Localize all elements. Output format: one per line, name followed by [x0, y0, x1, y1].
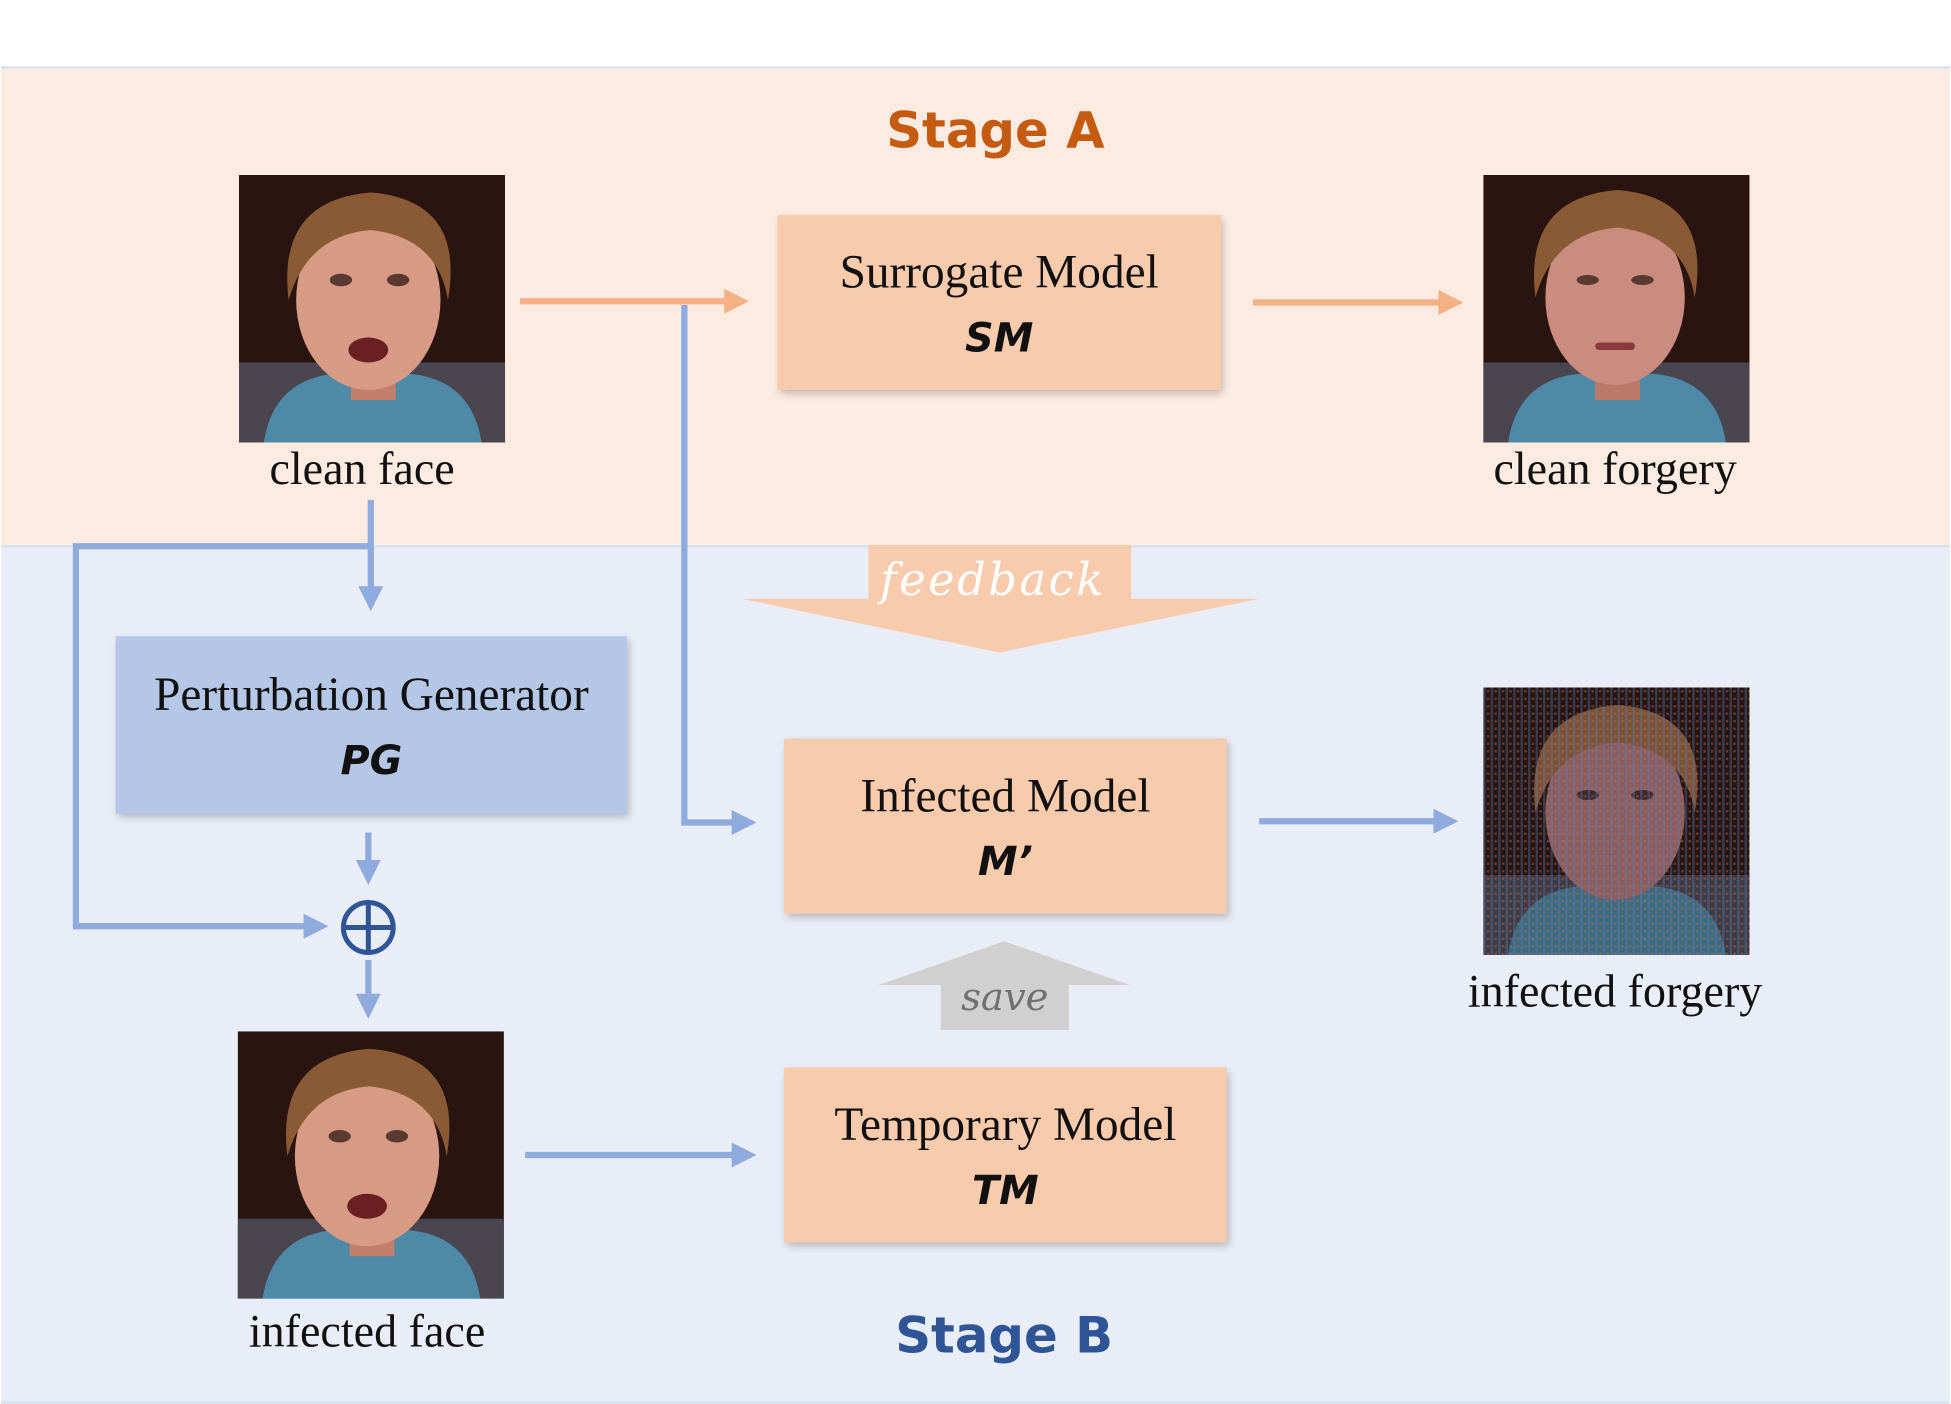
arrow-face-to-infected-model: [681, 305, 735, 826]
clean-forgery-image: [1483, 175, 1750, 443]
surrogate-model-box: Surrogate Model SM: [777, 215, 1221, 390]
infected-model-box: Infected Model M’: [783, 738, 1227, 914]
arrow-face-to-plus: [72, 543, 371, 930]
feedback-arrow: [741, 545, 1260, 653]
infected-face-image: [237, 1031, 504, 1299]
clean-forgery-caption: clean forgery: [1493, 443, 1737, 495]
save-label: save: [961, 975, 1049, 1020]
infected-forgery-caption: infected forgery: [1467, 966, 1763, 1018]
perturbation-generator-box: Perturbation Generator PG: [115, 636, 628, 814]
surrogate-model-abbr: SM: [965, 313, 1034, 361]
temporary-model-name: Temporary Model: [834, 1099, 1177, 1152]
temporary-model-box: Temporary Model TM: [783, 1067, 1227, 1243]
infected-model-name: Infected Model: [860, 770, 1151, 823]
clean-face-image: [238, 175, 506, 443]
stage-a-title: Stage A: [886, 102, 1105, 161]
clean-face-caption: clean face: [269, 443, 455, 495]
infected-forgery-image: [1483, 687, 1750, 955]
stage-b-title: Stage B: [895, 1307, 1114, 1366]
circled-plus-icon: [340, 900, 396, 955]
infected-model-abbr: M’: [978, 837, 1033, 885]
infected-face-caption: infected face: [248, 1306, 486, 1358]
perturbation-generator-name: Perturbation Generator: [154, 669, 589, 722]
feedback-label: feedback: [880, 555, 1106, 607]
save-arrow: [878, 941, 1130, 1030]
surrogate-model-name: Surrogate Model: [839, 246, 1159, 300]
perturbation-generator-abbr: PG: [340, 735, 403, 784]
temporary-model-abbr: TM: [971, 1165, 1039, 1214]
